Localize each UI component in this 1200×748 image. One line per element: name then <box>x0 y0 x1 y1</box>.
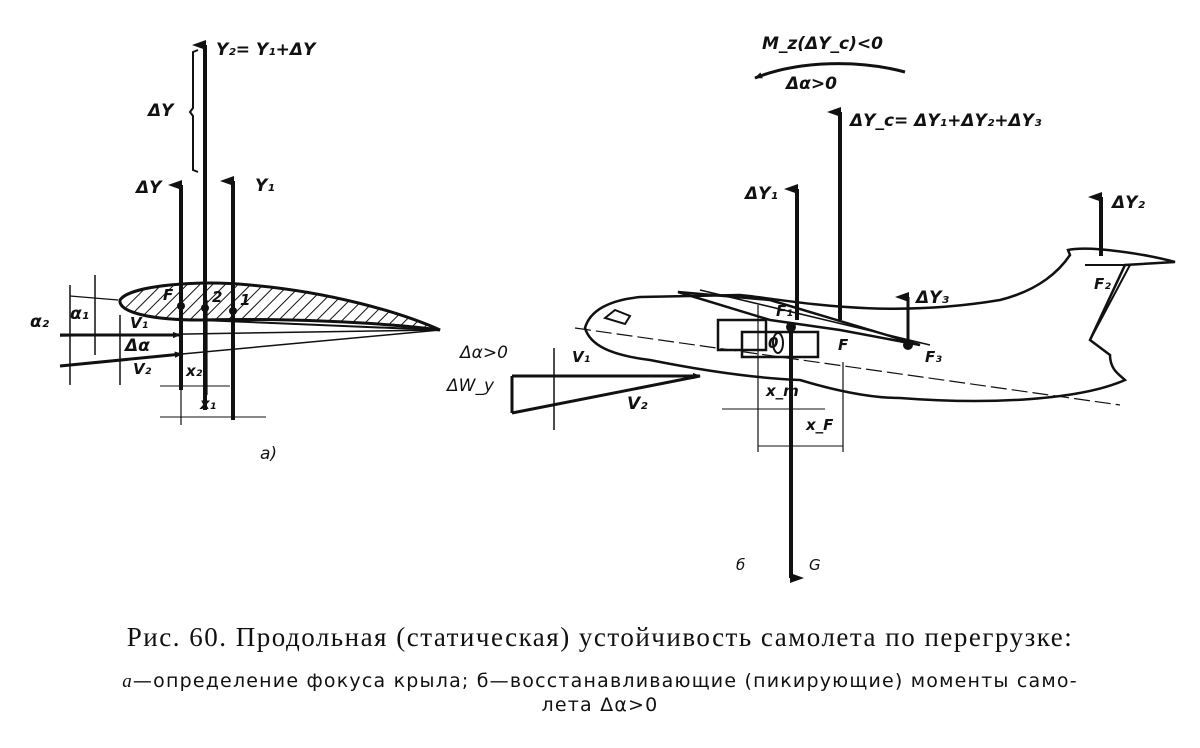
label-delta-y: ΔY <box>136 178 162 198</box>
label-v1-b: V₁ <box>572 348 591 366</box>
caption-a-label: а <box>122 671 133 692</box>
label-panel-a: a) <box>260 444 278 464</box>
label-delta-y-brace: ΔY <box>148 101 174 121</box>
label-delta-wy: ΔW_y <box>447 376 494 396</box>
label-f: F <box>838 336 849 354</box>
label-v1: V₁ <box>130 314 149 332</box>
caption-line-3: лета Δα>0 <box>541 694 659 716</box>
label-delta-alpha: Δα <box>125 336 150 356</box>
label-y1: Y₁ <box>255 176 275 196</box>
panel-b-aircraft <box>510 62 1176 583</box>
label-moment: M_z(ΔY_c)<0 <box>762 34 883 54</box>
label-moment-delta-alpha: Δα>0 <box>786 74 837 94</box>
label-f2: F₂ <box>1094 275 1111 293</box>
label-x2: x₂ <box>186 362 203 380</box>
label-bottom-left: б <box>736 556 746 574</box>
label-y2-equation: Y₂= Y₁+ΔY <box>216 40 316 60</box>
label-xf: x_F <box>806 416 834 434</box>
label-cg-0: 0 <box>768 334 779 352</box>
label-delta-alpha-b: Δα>0 <box>460 343 508 363</box>
label-bottom-right: G <box>809 556 821 574</box>
label-delta-y3: ΔY₃ <box>916 288 949 308</box>
label-delta-yc-equation: ΔY_c= ΔY₁+ΔY₂+ΔY₃ <box>850 111 1042 131</box>
label-v2-b: V₂ <box>627 394 648 414</box>
label-alpha1: α₁ <box>70 304 90 324</box>
label-f1: F₁ <box>776 302 793 320</box>
label-f3: F₃ <box>925 348 942 366</box>
caption-line-2-text: —определение фокуса крыла; б—восстанавли… <box>132 670 1078 692</box>
label-xm: x_m <box>766 382 799 400</box>
label-focus-f: F <box>163 286 174 304</box>
label-point-1: 1 <box>240 291 251 309</box>
label-v2: V₂ <box>133 360 152 378</box>
label-point-2: 2 <box>212 288 223 306</box>
figure-drawing <box>59 40 1176 583</box>
label-delta-y1: ΔY₁ <box>745 184 778 204</box>
caption-title: Рис. 60. Продольная (статическая) устойч… <box>126 622 1074 652</box>
label-alpha2: α₂ <box>30 312 50 332</box>
caption-line-2: а—определение фокуса крыла; б—восстанавл… <box>0 670 1200 693</box>
panel-a-airfoil <box>59 40 441 425</box>
label-delta-y2: ΔY₂ <box>1112 193 1145 213</box>
label-x1: x₁ <box>200 395 217 413</box>
